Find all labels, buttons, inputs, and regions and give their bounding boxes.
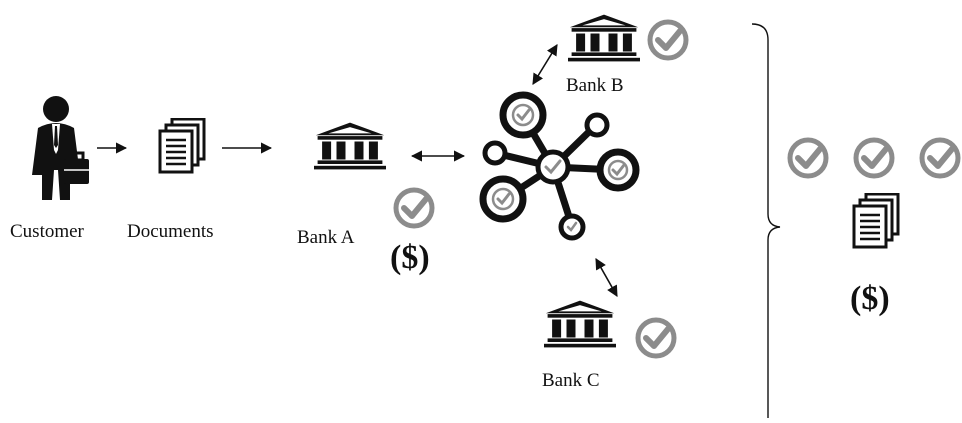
- result-documents-icon: [852, 193, 900, 249]
- bank-c-label: Bank C: [542, 370, 600, 391]
- bank-a-icon: [314, 122, 386, 170]
- network-hub-icon: [479, 91, 640, 241]
- bank-a-dollar: ($): [390, 239, 430, 276]
- documents-label: Documents: [127, 221, 214, 242]
- documents-icon: [158, 118, 206, 174]
- bank-c-icon: [544, 300, 616, 348]
- result-check-icon-1: [790, 140, 826, 176]
- businessman-icon: [32, 96, 89, 200]
- arrow-network-bank-b: [532, 44, 558, 85]
- bank-b-icon: [568, 14, 640, 62]
- bank-a-check-icon: [396, 190, 432, 226]
- grouping-brace: [751, 23, 781, 418]
- arrow-network-bank-c: [595, 258, 618, 297]
- customer-label: Customer: [10, 221, 85, 242]
- bank-b-check-icon: [650, 22, 686, 58]
- bank-a-label: Bank A: [297, 227, 355, 248]
- result-dollar: ($): [850, 280, 890, 317]
- result-check-icon-3: [922, 140, 958, 176]
- bank-c-check-icon: [638, 320, 674, 356]
- bank-b-label: Bank B: [566, 75, 624, 96]
- result-check-icon-2: [856, 140, 892, 176]
